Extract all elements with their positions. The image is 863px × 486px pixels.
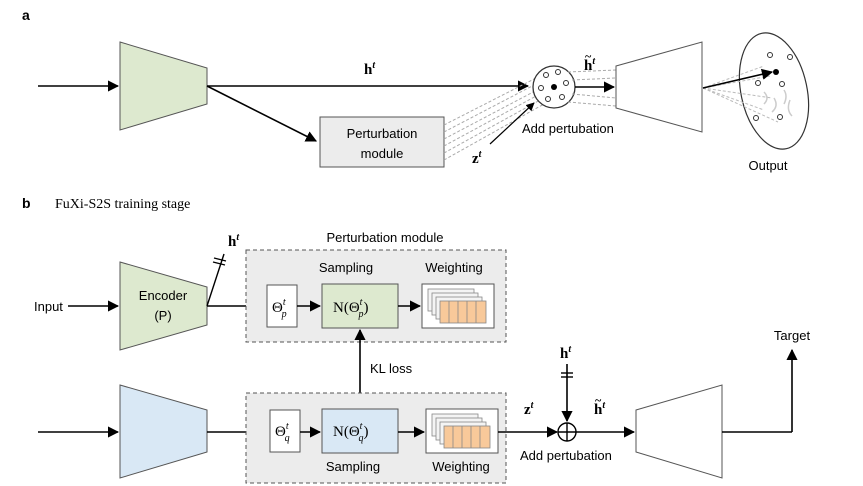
theta-q-box	[269, 409, 301, 453]
decoder-b	[635, 384, 723, 479]
stop-gradient-mark-mid	[561, 372, 573, 378]
decoder-a	[615, 41, 703, 133]
encoder-p-sub: (P)	[154, 308, 171, 323]
perturbation-module-title: Perturbation module	[326, 230, 443, 245]
theta-p-box	[266, 284, 298, 328]
stop-gradient-mark-top	[212, 257, 227, 266]
output-dots-a	[753, 52, 793, 121]
n-theta-p-box	[321, 283, 399, 329]
output-ellipse-a	[738, 32, 810, 150]
output-scatter-a	[763, 89, 793, 117]
h-mid-label: ht	[560, 344, 572, 362]
encoder-p	[119, 261, 208, 351]
encoder-q	[119, 384, 208, 479]
perturbation-center-a	[551, 84, 557, 90]
output-arrow-a	[702, 68, 774, 89]
z-label-b: zt	[524, 400, 535, 418]
htilde-label-b: ht	[594, 400, 606, 418]
perturbation-dots-a	[538, 69, 569, 102]
add-label-a: Add pertubation	[522, 121, 614, 136]
target-label: Target	[774, 328, 811, 343]
sampling-bottom-label: Sampling	[326, 459, 380, 474]
perturbation-module-label-a: Perturbation	[347, 126, 418, 141]
weighting-top-label: Weighting	[425, 260, 483, 275]
add-label-b: Add pertubation	[520, 448, 612, 463]
encoder-a	[119, 41, 208, 131]
panel-b-label: b	[22, 195, 31, 211]
htilde-tilde-b: ~	[595, 393, 602, 407]
kl-loss-label: KL loss	[370, 361, 413, 376]
z-arrow-a	[489, 102, 535, 145]
z-label-a: zt	[472, 149, 483, 167]
output-label-a: Output	[748, 158, 787, 173]
panel-b-title: FuXi-S2S training stage	[55, 197, 190, 212]
to-perturbation-arrow-a	[206, 85, 317, 142]
htilde-tilde-a: ~	[585, 49, 592, 63]
output-center-a	[773, 69, 779, 75]
n-theta-q-box	[321, 408, 399, 454]
encoder-p-label: Encoder	[139, 288, 188, 303]
h-top-label: ht	[228, 232, 240, 250]
perturbation-module-label-a2: module	[361, 146, 404, 161]
weighting-top-grid	[427, 288, 487, 324]
weighting-bottom-grid	[431, 413, 491, 449]
weighting-bottom-label: Weighting	[432, 459, 490, 474]
htilde-label-a: ht	[584, 56, 596, 74]
panel-a-label: a	[22, 7, 30, 23]
perturbation-module-a	[319, 116, 445, 168]
h-branch-top	[206, 253, 225, 307]
h-label-a: ht	[364, 60, 376, 78]
sampling-top-label: Sampling	[319, 260, 373, 275]
dashed-to-decoder-a	[567, 69, 617, 107]
dashed-fan-a	[443, 77, 545, 161]
input-label-b: Input	[34, 299, 63, 314]
